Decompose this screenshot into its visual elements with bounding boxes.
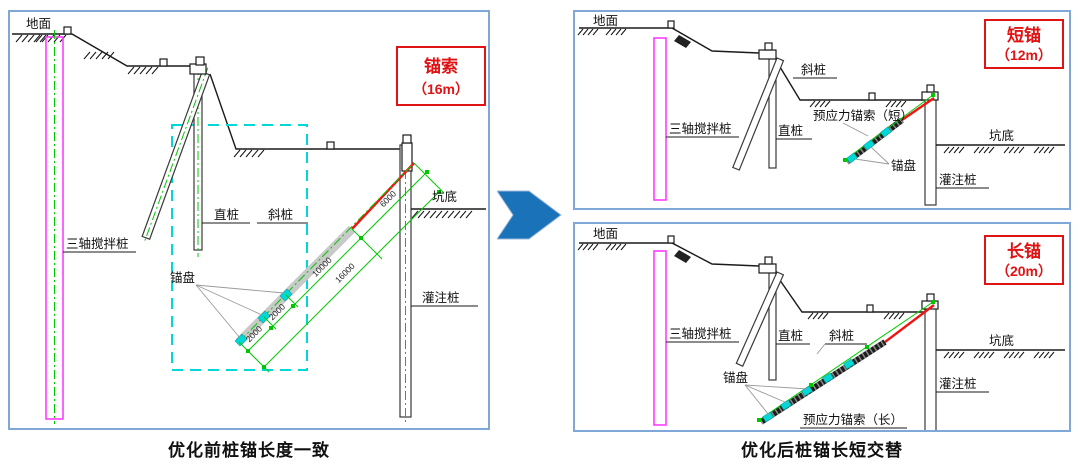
label-inclined-pile: 斜桩 [268,207,293,222]
label-mixing-pile: 三轴搅拌桩 [669,121,732,136]
label-cast-pile: 灌注桩 [939,376,977,391]
dim-bond-remainder: 10000 [310,255,334,279]
label-anchor-cable-group: 预应力锚索（短） [813,108,913,137]
left-diagram: 2000 2000 10000 6000 16000 地面 三轴搅拌桩 直桩 斜… [12,17,486,424]
dim-bond-seg2: 2000 [267,301,288,322]
label-anchor-plate-group: 锚盘 [854,146,916,173]
label-cast-pile-group: 灌注桩 [411,290,478,307]
left-caption: 优化前桩锚长度一致 [168,441,330,460]
label-inclined-pile-group: 斜桩 [257,207,308,224]
inclined-pile [735,271,785,367]
slope-hatch-patch [674,35,691,48]
inclined-pile [732,57,785,171]
label-pit-bottom: 坑底 [989,128,1014,143]
ground-hatches [15,34,265,158]
badge-title: 长锚 [1007,241,1041,261]
right-caption: 优化后桩锚长短交替 [741,441,903,460]
ground-profile [577,20,925,108]
right-top-diagram-panel: 地面 斜桩 三轴搅拌桩 直桩 预应力锚索（短） 锚盘 [573,10,1071,210]
anchor-plates [762,358,855,423]
cast-pile [921,84,939,206]
anchor-badge: 锚索 （16m） [396,46,486,106]
long-anchor-badge: 长锚 （20m） [984,235,1064,285]
label-pit-bottom: 坑底 [989,333,1014,348]
label-vertical-pile-group: 直桩 [202,207,250,224]
cast-pile [921,293,939,430]
anchor-cable [234,162,415,347]
dimension-lines: 2000 2000 10000 6000 16000 [238,162,445,373]
pile-cap [758,256,777,274]
label-inclined-pile: 斜桩 [829,328,854,343]
slope-hatch-patch [674,250,691,263]
cast-pile [399,134,413,422]
label-mixing-pile: 三轴搅拌桩 [66,236,129,251]
left-diagram-panel: 2000 2000 10000 6000 16000 地面 三轴搅拌桩 直桩 斜… [8,10,490,430]
ground-profile [12,26,400,158]
pit-bottom-line [936,144,1065,154]
anchor-cable-short [843,93,935,165]
label-mixing-pile: 三轴搅拌桩 [669,326,732,341]
arrow-icon [496,190,562,240]
label-ground: 地面 [593,14,618,28]
label-anchor-plate-group: 锚盘 [170,270,285,339]
label-anchor-plate: 锚盘 [723,370,748,385]
right-top-diagram: 地面 斜桩 三轴搅拌桩 直桩 预应力锚索（短） 锚盘 [577,14,1065,206]
dim-free-length: 6000 [378,188,399,209]
mixing-pile [653,37,667,201]
pit-bottom-line [411,208,486,219]
label-inclined-pile-group: 斜桩 [816,328,867,355]
badge-length: （12m） [996,47,1052,63]
pile-cap [758,42,777,60]
label-inclined-pile-group: 斜桩 [793,62,837,79]
label-cast-pile-group: 灌注桩 [936,376,989,393]
label-anchor-cable-group: 预应力锚索（长） [800,412,907,429]
label-anchor-plate: 锚盘 [891,158,916,173]
label-vertical-pile-group: 直桩 [776,123,812,140]
label-anchor-cable: 预应力锚索（短） [813,108,913,123]
label-anchor-plate: 锚盘 [170,270,195,285]
label-pit-bottom: 坑底 [432,189,457,204]
badge-title: 短锚 [1007,25,1041,45]
label-mixing-pile-group: 三轴搅拌桩 [666,326,739,343]
dim-total-length: 16000 [333,261,357,285]
badge-title: 锚索 [424,56,458,76]
label-mixing-pile-group: 三轴搅拌桩 [666,121,739,138]
pit-bottom-line [936,349,1065,359]
label-vertical-pile: 直桩 [778,328,803,343]
label-anchor-cable: 预应力锚索（长） [803,412,903,427]
label-ground: 地面 [593,227,618,241]
right-bottom-diagram: 地面 三轴搅拌桩 直桩 斜桩 锚盘 预应 [577,227,1065,430]
transition-arrow [496,190,567,242]
short-anchor-badge: 短锚 （12m） [984,19,1064,69]
label-inclined-pile: 斜桩 [801,62,826,77]
anchor-plates [846,126,892,164]
label-vertical-pile: 直桩 [214,207,239,222]
label-anchor-plate-group: 锚盘 [723,370,809,416]
label-mixing-pile-group: 三轴搅拌桩 [63,236,136,253]
anchor-cable-long [757,300,935,425]
label-ground: 地面 [26,17,51,31]
mixing-pile [45,30,64,424]
mixing-pile [653,250,667,426]
label-cast-pile: 灌注桩 [422,290,460,305]
badge-length: （16m） [413,81,469,97]
highlight-zone-box [171,124,308,371]
label-cast-pile-group: 灌注桩 [936,172,989,189]
badge-length: （20m） [996,263,1052,279]
ground-profile [577,235,925,320]
dim-bond-seg1: 2000 [244,323,265,344]
right-bottom-diagram-panel: 地面 三轴搅拌桩 直桩 斜桩 锚盘 预应 [573,222,1071,432]
pile-cap [189,56,207,75]
label-vertical-pile: 直桩 [778,123,803,138]
label-vertical-pile-group: 直桩 [776,328,810,345]
label-cast-pile: 灌注桩 [939,172,977,187]
